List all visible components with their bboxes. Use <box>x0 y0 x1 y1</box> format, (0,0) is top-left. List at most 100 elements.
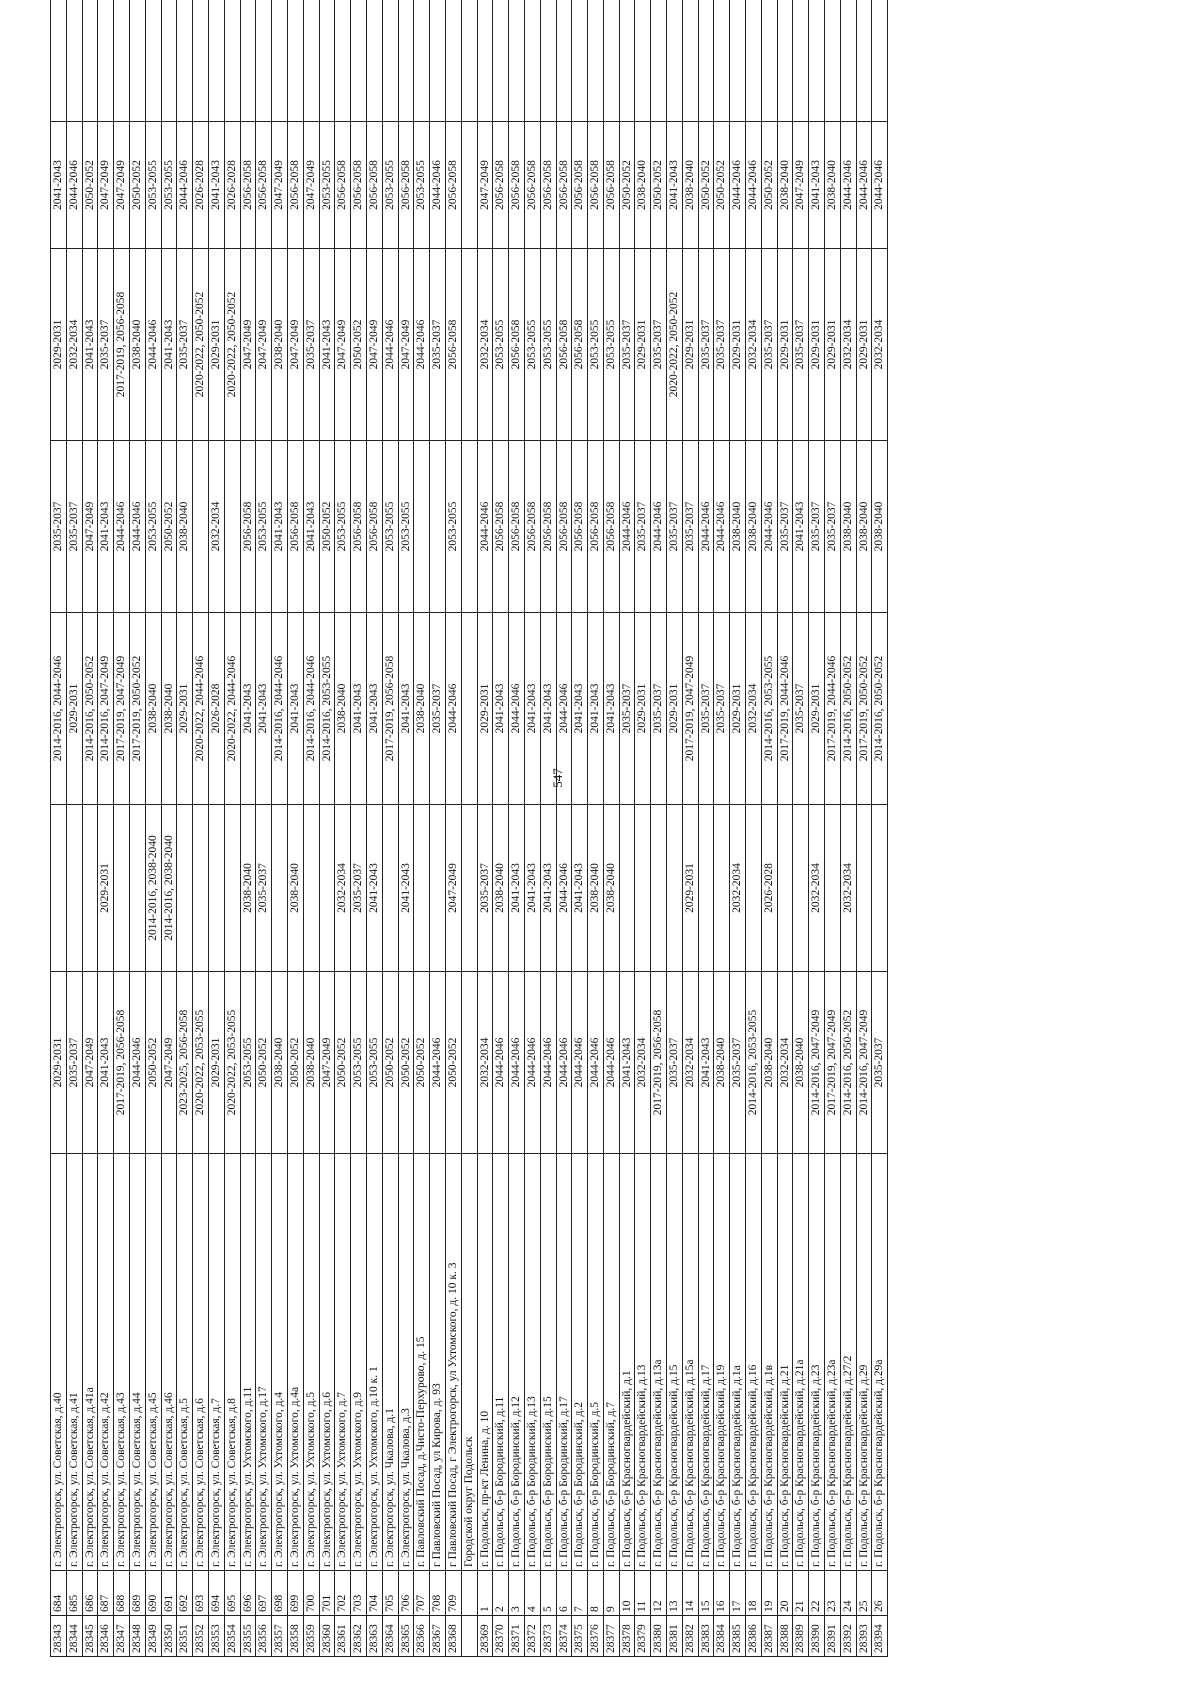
period-cell-7 <box>603 0 620 122</box>
period-cell-1: 2020-2022, 2053-2055 <box>224 971 241 1154</box>
row-number-cell: 685 <box>66 1570 83 1616</box>
address-cell: г. Электрогорск, ул. Советская, д.46 <box>161 1153 177 1571</box>
period-cell-4: 2053-2055 <box>145 440 162 613</box>
row-number-cell: 709 <box>445 1570 462 1616</box>
row-number-cell: 8 <box>587 1570 604 1616</box>
period-cell-1: 2020-2022, 2053-2055 <box>192 971 209 1154</box>
period-cell-6: 2056-2058 <box>350 121 367 249</box>
row-id-cell: 28351 <box>176 1615 193 1657</box>
period-cell-3: 2014-2016, 2053-2055 <box>761 612 778 805</box>
period-cell-3: 2017-2019, 2044-2046 <box>777 612 793 805</box>
row-number-cell <box>461 1570 478 1616</box>
period-cell-4: 2056-2058 <box>587 440 604 613</box>
period-cell-6: 2050-2052 <box>129 121 146 249</box>
period-cell-2 <box>303 804 320 972</box>
period-cell-5: 2029-2031 <box>856 248 872 441</box>
period-cell-2: 2041-2043 <box>524 804 541 972</box>
row-id-cell: 28387 <box>761 1615 778 1657</box>
address-cell: г. Электрогорск, ул. Советская, д.43 <box>113 1153 130 1571</box>
period-cell-5: 2032-2034 <box>477 248 493 441</box>
period-cell-4: 2050-2052 <box>161 440 177 613</box>
period-cell-1: 2044-2046 <box>571 971 588 1154</box>
period-cell-3: 2041-2043 <box>492 612 509 805</box>
period-cell-5: 2047-2049 <box>366 248 383 441</box>
period-cell-2 <box>208 804 225 972</box>
period-cell-1: 2017-2019, 2056-2058 <box>650 971 667 1154</box>
period-cell-2 <box>271 804 288 972</box>
period-cell-5: 2020-2022, 2050-2052 <box>666 248 683 441</box>
period-cell-2: 2038-2040 <box>240 804 256 972</box>
address-cell: г. Электрогорск, ул. Советская, д.42 <box>97 1153 114 1571</box>
period-cell-3: 2017-2019, 2047-2049 <box>113 612 130 805</box>
period-cell-4: 2044-2046 <box>713 440 730 613</box>
row-number-cell: 688 <box>113 1570 130 1616</box>
period-cell-4: 2056-2058 <box>524 440 541 613</box>
address-cell: г. Электрогорск, ул. Советская, д.45 <box>145 1153 162 1571</box>
period-cell-7 <box>97 0 114 122</box>
period-cell-6: 2047-2049 <box>271 121 288 249</box>
row-number-cell: 26 <box>871 1570 888 1616</box>
row-id-cell: 28381 <box>666 1615 683 1657</box>
period-cell-7 <box>176 0 193 122</box>
period-cell-2 <box>192 804 209 972</box>
period-cell-2: 2041-2043 <box>571 804 588 972</box>
period-cell-6: 2041-2043 <box>808 121 825 249</box>
period-cell-4: 2038-2040 <box>840 440 857 613</box>
period-cell-6: 2041-2043 <box>666 121 683 249</box>
period-cell-1: 2050-2052 <box>445 971 462 1154</box>
period-cell-6: 2038-2040 <box>634 121 651 249</box>
period-cell-6: 2038-2040 <box>824 121 841 249</box>
row-number-cell: 2 <box>492 1570 509 1616</box>
period-cell-5: 2038-2040 <box>129 248 146 441</box>
address-cell: г. Подольск, б-р Красногвардейский, д.13… <box>650 1153 667 1571</box>
period-cell-2: 2041-2043 <box>540 804 556 972</box>
period-cell-7 <box>824 0 841 122</box>
period-cell-7 <box>792 0 809 122</box>
period-cell-7 <box>871 0 888 122</box>
address-cell: г. Электрогорск, ул. Советская, д.41 <box>66 1153 83 1571</box>
period-cell-7 <box>666 0 683 122</box>
period-cell-3: 2038-2040 <box>334 612 351 805</box>
row-number-cell: 708 <box>429 1570 446 1616</box>
period-cell-5: 2047-2049 <box>287 248 304 441</box>
period-cell-5: 2053-2055 <box>540 248 556 441</box>
period-cell-5: 2053-2055 <box>492 248 509 441</box>
period-cell-5: 2029-2031 <box>50 248 67 441</box>
period-cell-4 <box>461 440 478 613</box>
period-cell-4: 2044-2046 <box>129 440 146 613</box>
period-cell-3: 2038-2040 <box>161 612 177 805</box>
period-cell-4: 2056-2058 <box>366 440 383 613</box>
period-cell-1: 2029-2031 <box>50 971 67 1154</box>
period-cell-1: 2038-2040 <box>271 971 288 1154</box>
address-cell: г. Подольск, б-р Красногвардейский, д.16 <box>745 1153 762 1571</box>
row-id-cell: 28346 <box>97 1615 114 1657</box>
row-id-cell: 28382 <box>682 1615 699 1657</box>
row-number-cell: 18 <box>745 1570 762 1616</box>
period-cell-7 <box>429 0 446 122</box>
period-cell-5: 2035-2037 <box>619 248 635 441</box>
period-cell-3: 2017-2019, 2050-2052 <box>856 612 872 805</box>
period-cell-2: 2038-2040 <box>603 804 620 972</box>
period-cell-5: 2053-2055 <box>524 248 541 441</box>
row-id-cell: 28353 <box>208 1615 225 1657</box>
row-number-cell: 4 <box>524 1570 541 1616</box>
row-number-cell: 13 <box>666 1570 683 1616</box>
period-cell-7 <box>634 0 651 122</box>
row-number-cell: 6 <box>556 1570 572 1616</box>
page-number: 547 <box>549 768 565 788</box>
period-cell-3: 2029-2031 <box>729 612 746 805</box>
row-number-cell: 707 <box>413 1570 430 1616</box>
row-number-cell: 19 <box>761 1570 778 1616</box>
period-cell-1: 2032-2034 <box>477 971 493 1154</box>
row-number-cell: 684 <box>50 1570 67 1616</box>
